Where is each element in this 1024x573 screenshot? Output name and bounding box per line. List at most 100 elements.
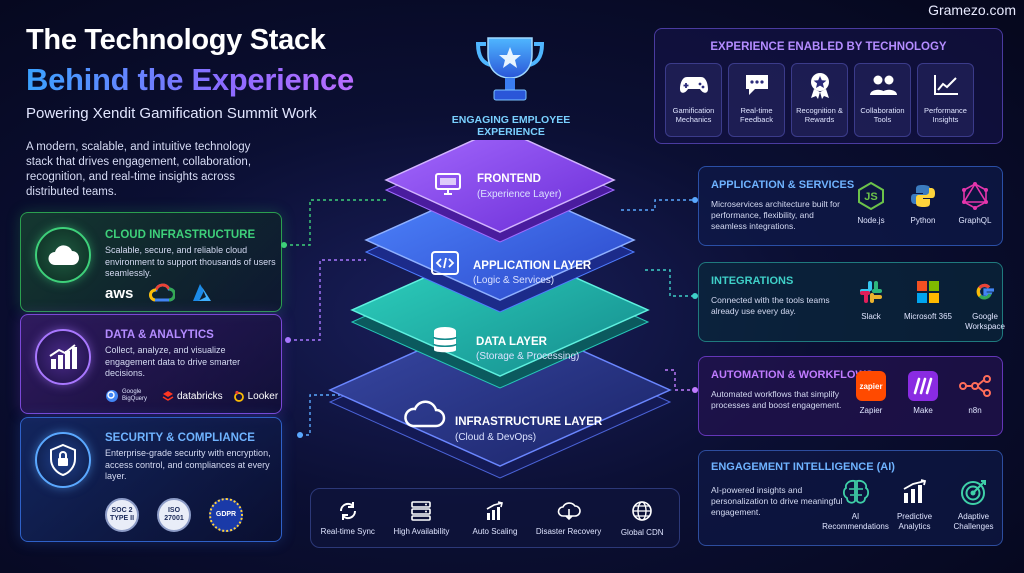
page-subtitle: Powering Xendit Gamification Summit Work [26,105,317,122]
scaling-chart-icon [486,500,503,520]
google-icon [976,283,994,300]
zapier-icon: zapier [856,371,886,401]
capability-item: Global CDN [606,500,678,537]
analytics-chart-icon [903,479,926,503]
card-description: Scalable, secure, and reliable cloud env… [105,245,276,278]
python-logo: Python [897,181,949,226]
chat-icon [745,75,768,95]
card-title: DATA & ANALYTICS [105,329,214,341]
card-title: INTEGRATIONS [711,275,794,287]
security-compliance-card: SECURITY & COMPLIANCE Enterprise-grade s… [20,417,282,542]
layer-title: INFRASTRUCTURE LAYER [455,416,603,428]
capabilities-bar: Real-time Sync High Availability Auto Sc… [310,488,680,548]
microsoft365-logo: Microsoft 365 [897,277,959,331]
integrations-card: INTEGRATIONS Connected with the tools te… [698,262,1005,342]
globe-icon [632,500,652,521]
card-description: Automated workflows that simplify proces… [711,389,842,410]
page-title: The Technology Stack [26,24,326,56]
layer-title: APPLICATION LAYER [473,260,592,272]
make-icon [908,371,938,401]
panel-title: EXPERIENCE ENABLED BY TECHNOLOGY [710,41,947,53]
slack-icon [860,281,882,303]
intro-text: A modern, scalable, and intuitive techno… [26,141,252,198]
card-title: SECURITY & COMPLIANCE [105,432,255,444]
card-description: AI-powered insights and personalization … [711,485,843,517]
gdpr-badge: GDPR [209,498,243,532]
layer-title: DATA LAYER [476,336,547,348]
page-title-highlight: Behind the Experience [26,62,354,97]
bigquery-icon [106,390,118,402]
cloud-recovery-icon [557,501,581,520]
looker-logo: Looker [247,390,279,402]
brain-icon [842,479,869,504]
cloud-infrastructure-card: CLOUD INFRASTRUCTURE Scalable, secure, a… [20,212,282,312]
card-description: Connected with the tools teams already u… [711,295,830,316]
n8n-icon [959,375,991,397]
soc2-badge: SOC 2 TYPE II [105,498,139,532]
databricks-icon [162,391,174,401]
engaging-experience-label: ENGAGING EMPLOYEE EXPERIENCE [451,114,571,138]
nodejs-logo: JS Node.js [845,181,897,226]
database-icon [433,327,457,353]
experience-panel: EXPERIENCE ENABLED BY TECHNOLOGY Gamific… [654,28,1003,144]
svg-text:JS: JS [864,191,877,203]
site-brand: Gramezo.com [928,2,1016,18]
bar-chart-icon [35,329,91,385]
card-description: Microservices architecture built for per… [711,199,840,231]
layer-stack [328,140,672,479]
databricks-logo: databricks [177,390,223,402]
google-workspace-logo: Google Workspace [959,277,1011,331]
card-description: Collect, analyze, and visualize engageme… [105,345,241,378]
data-analytics-card: DATA & ANALYTICS Collect, analyze, and v… [20,314,282,414]
experience-tile: Recognition & Rewards [791,63,848,137]
ai-recommendations-item: AI Recommendations [822,477,889,531]
target-icon [960,480,986,505]
python-icon [911,185,935,207]
iso-badge: ISO 27001 [157,498,191,532]
nodejs-icon: JS [858,182,884,210]
capability-item: Disaster Recovery [533,501,605,536]
code-icon [431,251,459,275]
layer-subtitle: (Experience Layer) [477,189,562,200]
card-title: CLOUD INFRASTRUCTURE [105,229,256,241]
left-connectors [281,199,388,438]
capability-item: High Availability [385,500,457,536]
experience-tile: Performance Insights [917,63,974,137]
card-title: APPLICATION & SERVICES [711,179,855,191]
capability-item: Auto Scaling [459,500,531,536]
cloud-icon [404,400,446,428]
gamepad-icon [679,77,708,93]
card-title: AUTOMATION & WORKFLOWS [711,369,874,381]
cloud-provider-logos: aws [105,283,213,303]
layer-subtitle: (Logic & Services) [473,275,555,286]
monitor-icon [435,173,461,195]
trophy-icon [475,37,545,101]
experience-tile: Gamification Mechanics [665,63,722,137]
application-services-card: APPLICATION & SERVICES Microservices arc… [698,166,1003,246]
people-icon [869,75,897,95]
microsoft-icon [917,281,939,303]
google-cloud-icon [149,283,176,302]
layer-subtitle: (Storage & Processing) [476,351,580,362]
slack-logo: Slack [845,277,897,331]
cloud-icon [35,227,91,283]
layer-subtitle: (Cloud & DevOps) [455,432,537,443]
chart-line-icon [933,75,958,95]
graphql-icon [962,182,988,210]
card-description: Enterprise-grade security with encryptio… [105,448,271,481]
sync-icon [339,501,356,520]
server-icon [411,500,432,521]
layer-title: FRONTEND [477,173,541,185]
azure-icon [193,284,212,301]
zapier-logo: zapier Zapier [845,371,897,416]
shield-lock-icon [35,432,91,488]
medal-icon [810,73,829,99]
graphql-logo: GraphQL [949,181,1001,226]
capability-item: Real-time Sync [312,501,384,536]
card-title: ENGAGEMENT INTELLIGENCE (AI) [711,461,895,473]
automation-workflows-card: AUTOMATION & WORKFLOWS Automated workflo… [698,356,1003,436]
experience-tile: Collaboration Tools [854,63,911,137]
bigquery-logo: Google BigQuery [122,389,148,402]
predictive-analytics-item: Predictive Analytics [886,477,943,531]
engagement-intelligence-card: ENGAGEMENT INTELLIGENCE (AI) AI-powered … [698,450,1003,546]
